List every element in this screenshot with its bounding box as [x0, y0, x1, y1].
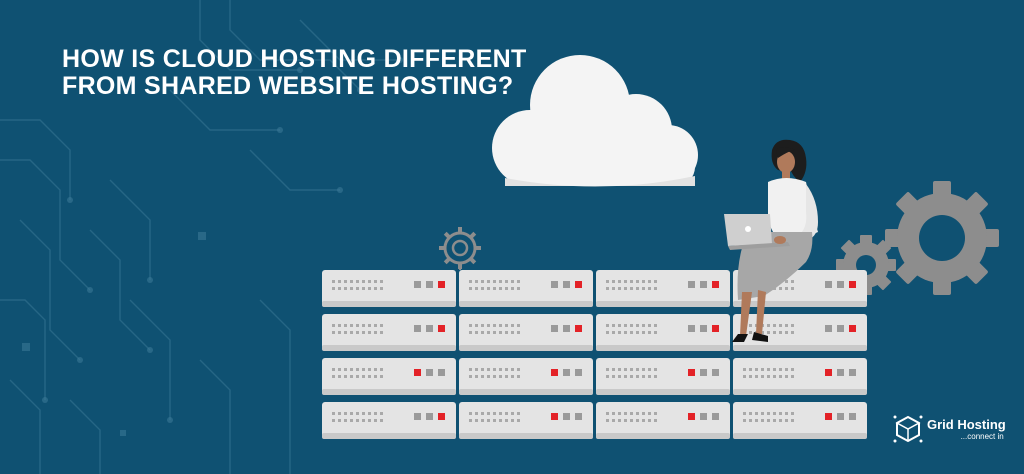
gear-icon [439, 227, 481, 270]
large-gear-icon [885, 181, 999, 295]
brand-tagline: ...connect in [960, 431, 1004, 441]
grid-hosting-logo-icon [893, 415, 923, 443]
headline-line-1: HOW IS CLOUD HOSTING DIFFERENT [62, 45, 527, 73]
brand-name: Grid Hosting [927, 416, 1006, 432]
logo-text: Grid Hosting ...connect in [927, 416, 1006, 441]
server-rack [322, 270, 867, 439]
cloud-icon [492, 55, 698, 187]
brand-logo: Grid Hosting ...connect in [892, 413, 1006, 445]
woman-with-laptop [724, 139, 818, 342]
headline-line-2: FROM SHARED WEBSITE HOSTING? [62, 72, 514, 100]
headline: HOW IS CLOUD HOSTING DIFFERENT FROM SHAR… [62, 46, 527, 100]
